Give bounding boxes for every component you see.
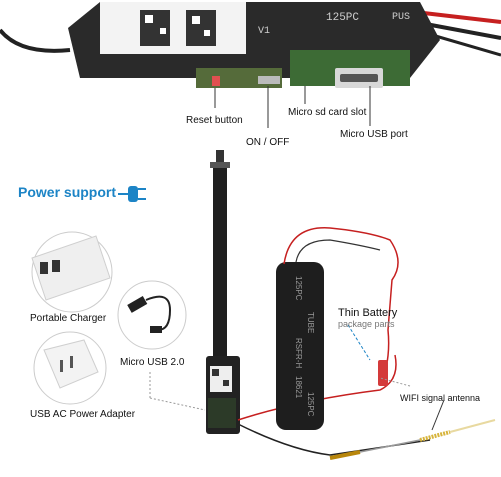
battery-print-3: RSFR-H: [294, 338, 303, 369]
thin-battery-label: Thin Battery: [338, 307, 398, 319]
wifi-antenna: [329, 399, 496, 460]
battery-print-1: 125PC: [294, 276, 303, 301]
camera-board-top: [68, 2, 440, 88]
reset-button-label: Reset button: [186, 115, 243, 126]
usb-ac-adapter-image: [33, 331, 107, 405]
board-model-print: 125PC: [326, 12, 360, 24]
power-plug-icon: [118, 186, 146, 202]
battery-print-4: 18621: [294, 376, 303, 399]
board-mark-print: PUS: [392, 12, 411, 23]
power-support-heading: Power support: [18, 184, 117, 200]
micro-sd-label: Micro sd card slot: [288, 107, 367, 118]
micro-usb-20-label: Micro USB 2.0: [120, 357, 185, 368]
portable-charger-label: Portable Charger: [30, 313, 107, 324]
board-rev-print: V1: [258, 26, 271, 37]
on-off-label: ON / OFF: [246, 137, 290, 148]
micro-usb-port-label: Micro USB port: [340, 129, 408, 140]
battery-print-5: 125PC: [306, 392, 315, 417]
camera-module: [206, 150, 240, 434]
wifi-antenna-label: WIFI signal antenna: [400, 393, 481, 403]
portable-charger-image: [31, 231, 113, 313]
thin-battery: [276, 227, 399, 430]
micro-usb-cable-image: [117, 280, 187, 350]
battery-print-2: TUBE: [306, 312, 315, 334]
package-parts-label: package parts: [338, 319, 395, 329]
usb-ac-adapter-label: USB AC Power Adapter: [30, 409, 136, 420]
